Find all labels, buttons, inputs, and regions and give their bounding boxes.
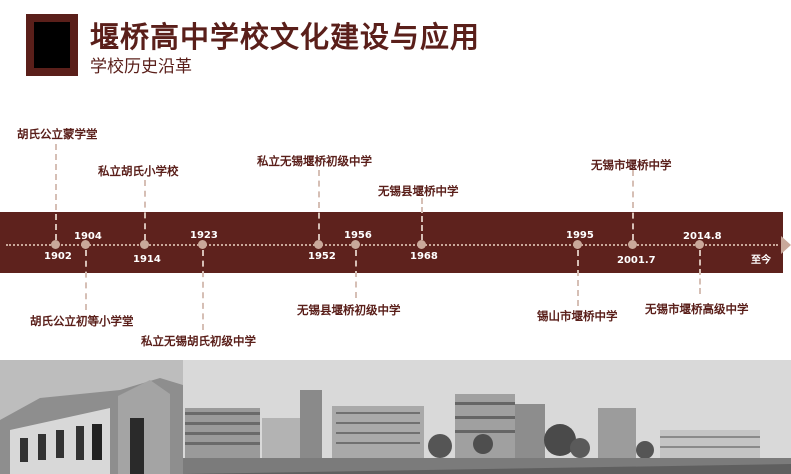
event-below: 无锡市堰桥高级中学 [645,302,749,316]
year-label: 1968 [410,251,438,262]
connector-1968 [421,198,423,240]
campus-photo-illustration [0,360,791,474]
timeline-dot [351,240,360,249]
timeline-dot [573,240,582,249]
event-below: 无锡县堰桥初级中学 [297,303,401,317]
connector-1902 [55,144,57,240]
connector-2014 [699,250,701,294]
timeline-dot [198,240,207,249]
timeline-band [0,212,783,273]
year-label: 1995 [566,230,594,241]
timeline-dotted-line [6,244,778,246]
page-subtitle: 学校历史沿革 [90,57,192,77]
event-above: 无锡市堰桥中学 [591,158,672,172]
event-below: 胡氏公立初等小学堂 [30,314,134,328]
year-label: 2001.7 [617,255,656,266]
year-label: 1904 [74,231,102,242]
timeline-arrow-icon [781,236,791,254]
connector-1923 [202,250,204,330]
timeline-dot [628,240,637,249]
logo-inner-square [34,22,70,68]
event-below: 锡山市堰桥中学 [537,309,618,323]
timeline-dot [695,240,704,249]
logo-box [26,14,78,76]
year-label: 1956 [344,230,372,241]
page-title: 堰桥高中学校文化建设与应用 [90,20,481,54]
year-label: 1952 [308,251,336,262]
timeline-dot [51,240,60,249]
timeline-dot [417,240,426,249]
timeline-dot [140,240,149,249]
event-above: 私立无锡堰桥初级中学 [257,154,372,168]
connector-1995 [577,250,579,306]
event-above: 胡氏公立蒙学堂 [17,127,98,141]
year-label: 2014.8 [683,231,722,242]
connector-1952 [318,170,320,240]
timeline-dot [81,240,90,249]
end-label: 至今 [751,255,771,266]
connector-2001 [632,170,634,240]
connector-1914 [144,180,146,240]
event-above: 私立胡氏小学校 [98,164,179,178]
timeline-dot [314,240,323,249]
year-label: 1923 [190,230,218,241]
connector-1956 [355,250,357,298]
year-label: 1914 [133,254,161,265]
year-label: 1902 [44,251,72,262]
event-above: 无锡县堰桥中学 [378,184,459,198]
campus-photo-strip [0,360,791,474]
connector-1904 [85,250,87,310]
event-below: 私立无锡胡氏初级中学 [141,334,256,348]
